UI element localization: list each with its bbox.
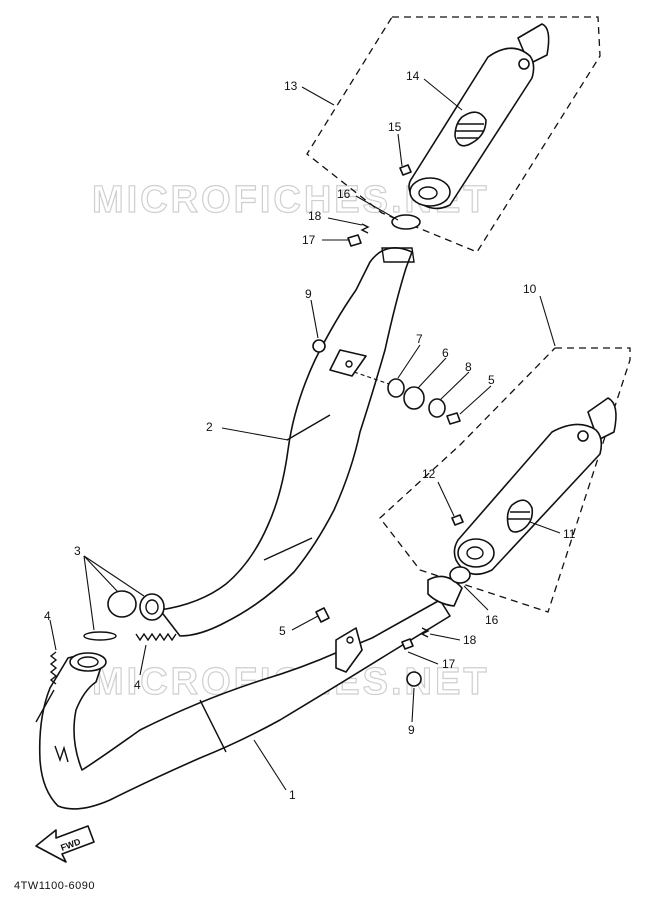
exhaust-gaskets (83, 590, 165, 641)
callout-10: 10 (523, 282, 537, 296)
callout-4-left: 4 (44, 609, 51, 623)
callout-5-bottom: 5 (279, 624, 286, 638)
callout-8: 8 (465, 360, 472, 374)
group-box-13 (306, 16, 601, 253)
callout-14: 14 (406, 69, 420, 83)
callout-9-bottom: 9 (408, 723, 415, 737)
diagram-code: 4TW1100-6090 (14, 880, 95, 892)
callout-16-bottom: 16 (485, 613, 499, 627)
callout-labels: 13 14 15 16 18 17 9 10 7 6 8 5 2 12 11 3… (44, 69, 576, 802)
callout-9-top: 9 (305, 287, 312, 301)
forward-arrow: FWD (35, 825, 95, 863)
callout-2: 2 (206, 420, 213, 434)
lower-expansion-chamber (38, 575, 463, 810)
exhaust-springs (35, 632, 177, 723)
callout-17-bottom: 17 (442, 657, 456, 671)
callout-7: 7 (416, 332, 423, 346)
group-box-10 (379, 347, 631, 613)
callout-16-top: 16 (337, 187, 351, 201)
callout-13: 13 (284, 79, 298, 93)
callout-1: 1 (289, 788, 296, 802)
lower-muffler (453, 397, 617, 576)
upper-expansion-chamber (159, 246, 415, 637)
callout-18-bottom: 18 (463, 633, 477, 647)
callout-5-top: 5 (488, 373, 495, 387)
callout-17-top: 17 (302, 233, 316, 247)
callout-18-top: 18 (308, 209, 322, 223)
callout-3: 3 (74, 544, 81, 558)
callout-15: 15 (388, 120, 402, 134)
callout-6: 6 (442, 346, 449, 360)
callout-11: 11 (563, 527, 576, 541)
upper-muffler (408, 23, 550, 210)
callout-4-center: 4 (134, 678, 141, 692)
leader-lines (49, 78, 561, 791)
callout-12: 12 (422, 467, 436, 481)
hardware (312, 164, 471, 687)
